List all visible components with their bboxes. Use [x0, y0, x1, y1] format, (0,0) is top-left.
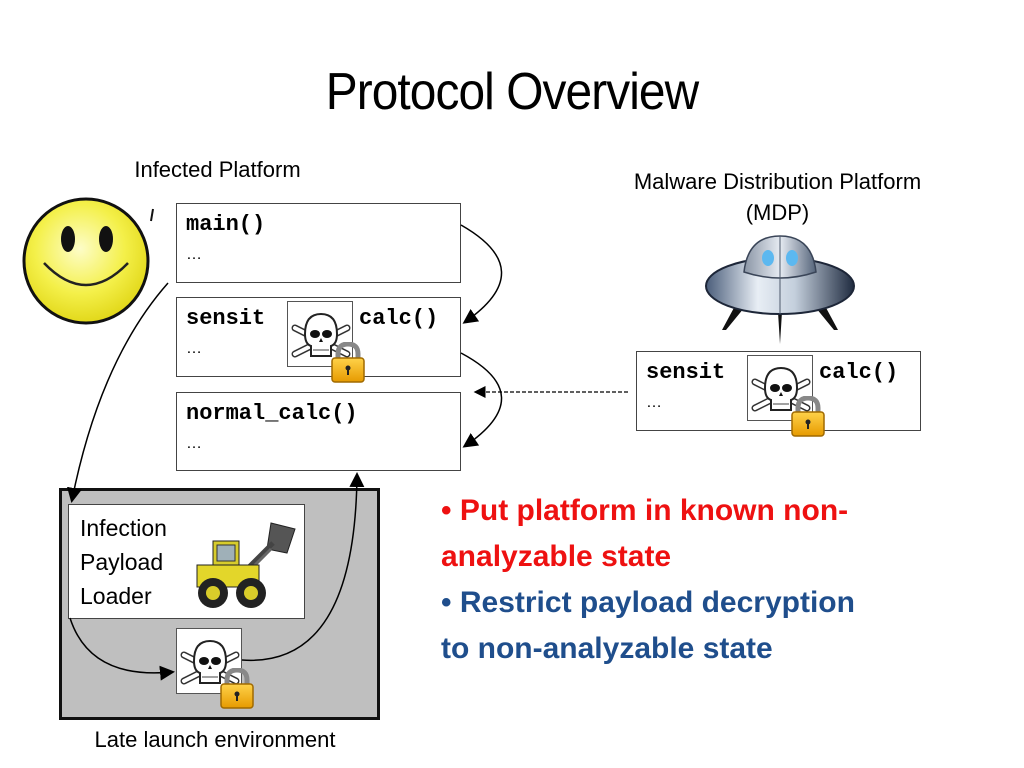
- bullet-list: • Put platform in known non- analyzable …: [441, 488, 941, 672]
- late-launch-label: Late launch environment: [94, 727, 336, 752]
- function-name: normal_calc(): [186, 401, 358, 426]
- bullet-text-line: to non-analyzable state: [441, 632, 773, 665]
- loader-label-line: Loader: [80, 583, 152, 609]
- bullet-text-line: Restrict payload decryption: [459, 586, 855, 619]
- bullet-marker: •: [441, 494, 452, 527]
- mdp-label: Malware Distribution Platform (MDP): [590, 166, 965, 228]
- ufo-icon: [705, 235, 855, 344]
- slide-title: Protocol Overview: [325, 63, 699, 121]
- mdp-label-line1: Malware Distribution Platform: [633, 169, 922, 194]
- function-body: …: [186, 340, 202, 357]
- function-body: …: [186, 435, 202, 452]
- function-name: main(): [186, 212, 266, 237]
- mdp-encrypted-payload-icon: [747, 355, 813, 421]
- mdp-label-line2: (MDP): [745, 200, 810, 225]
- function-name-suffix: calc(): [819, 360, 899, 385]
- bullet-text-line: Put platform in known non-: [459, 494, 849, 527]
- loader-label: Infection Payload Loader: [80, 511, 167, 613]
- encrypted-payload-icon: [287, 301, 353, 367]
- function-name-prefix: sensit: [186, 306, 266, 331]
- function-box-normal-calc: normal_calc() …: [176, 392, 461, 471]
- function-box-main: main() …: [176, 203, 461, 283]
- function-body: …: [186, 246, 202, 263]
- arrow-sensitive-to-normal: [460, 352, 503, 448]
- bullet-item: • Restrict payload decryption to non-ana…: [441, 580, 941, 672]
- loader-label-line: Payload: [80, 549, 164, 575]
- function-name-prefix: sensit: [646, 360, 726, 385]
- padlock-icon: [790, 396, 826, 438]
- infection-payload-loader-box: Infection Payload Loader: [68, 504, 305, 619]
- late-launch-payload-icon: [176, 628, 242, 694]
- wheel-loader-icon: [196, 522, 296, 608]
- bullet-item: • Put platform in known non- analyzable …: [441, 488, 941, 580]
- function-name-suffix: calc(): [359, 306, 439, 331]
- infected-platform-label: Infected Platform: [134, 157, 301, 182]
- arrow-main-to-sensitive: [460, 224, 503, 324]
- loader-label-line: Infection: [80, 515, 167, 541]
- function-body: …: [646, 394, 662, 411]
- padlock-icon: [330, 342, 366, 384]
- padlock-icon: [219, 668, 255, 710]
- smiley-face-icon: [22, 197, 154, 325]
- bullet-text-line: analyzable state: [441, 540, 672, 573]
- bullet-marker: •: [441, 586, 452, 619]
